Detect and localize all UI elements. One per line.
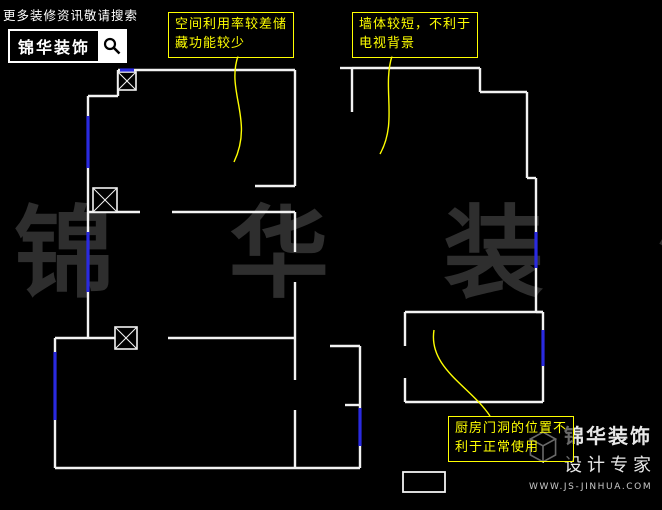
header-tagline: 更多装修资讯敬请搜索 — [3, 8, 139, 23]
brand-logo-text: 锦华装饰 — [18, 38, 91, 57]
brand-subtitle: 设计专家 — [564, 455, 656, 476]
brand-search-logo: 锦华装饰 — [8, 29, 128, 63]
brand-watermark: 锦华装饰 设计专家 WWW.JS-JINHUA.COM — [528, 420, 656, 492]
annotation-kitchen-door: 厨房门洞的位置不 利于正常使用 — [448, 416, 575, 462]
brand-name: 锦华装饰 — [564, 424, 652, 448]
annotation-space-utilization: 空间利用率较差储 藏功能较少 — [168, 12, 295, 58]
search-icon — [98, 31, 126, 61]
watermark-text: 锦 华 装 饰 — [14, 194, 662, 312]
brand-url: WWW.JS-JINHUA.COM — [529, 482, 653, 492]
annotation-short-wall: 墙体较短，不利于 电视背景 — [352, 12, 479, 58]
